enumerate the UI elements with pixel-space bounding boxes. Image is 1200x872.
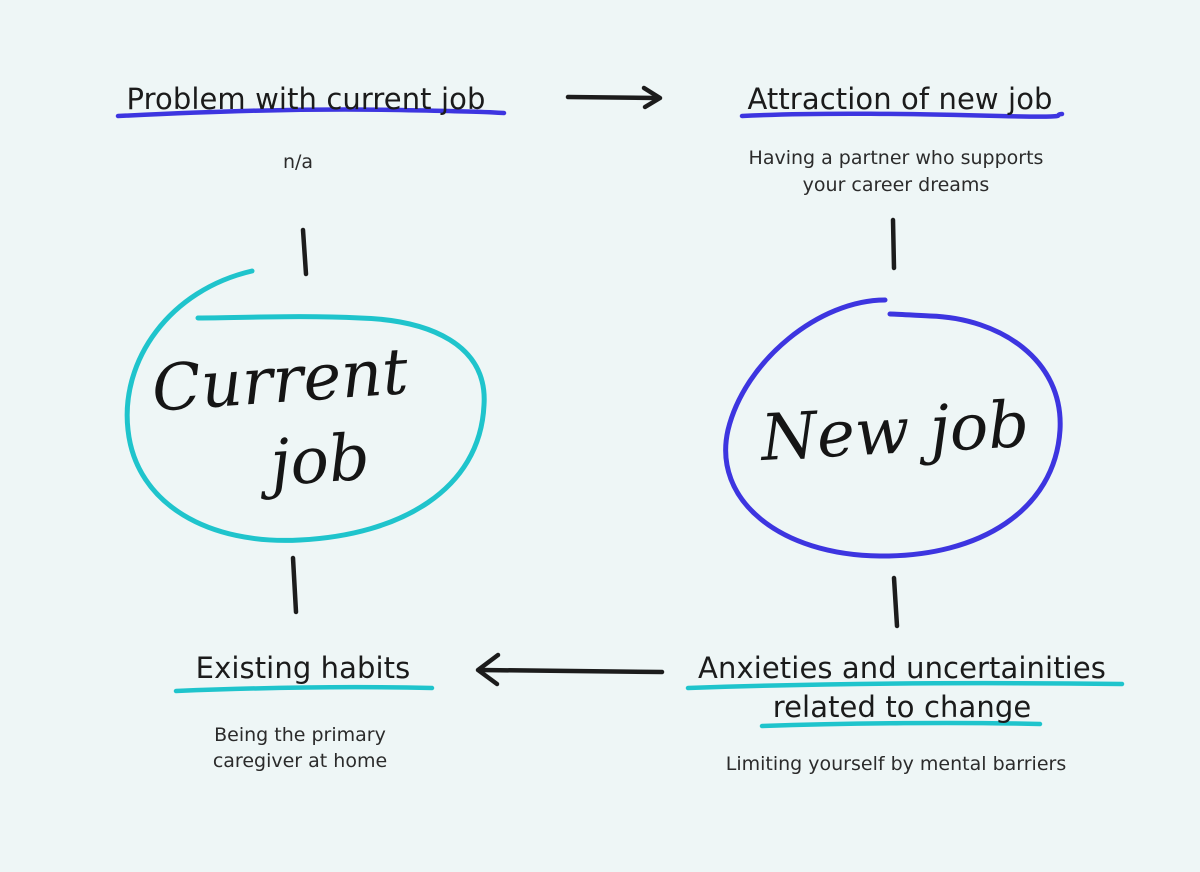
desc-existing-habits-line1: Being the primary <box>214 724 386 746</box>
heading-problem-current-job: Problem with current job <box>126 82 486 116</box>
desc-attraction-line1: Having a partner who supports <box>748 147 1044 169</box>
heading-existing-habits: Existing habits <box>195 651 411 685</box>
new-job-label: New job <box>759 388 1031 476</box>
heading-anxieties-line1: Anxieties and uncertainities <box>698 651 1106 685</box>
connector-bottom-left <box>290 555 299 615</box>
new-job-circle <box>723 297 1063 559</box>
desc-existing-habits-line2: caregiver at home <box>212 750 388 772</box>
desc-problem-current-job: n/a <box>282 151 314 173</box>
connector-bottom-right <box>891 575 900 629</box>
underline-anxieties-line1 <box>685 680 1125 691</box>
arrow-right-icon <box>565 85 663 110</box>
connector-top-left <box>300 227 309 277</box>
underline-problem-current-job <box>115 107 507 119</box>
underline-anxieties-line2 <box>759 720 1043 729</box>
desc-anxieties: Limiting yourself by mental barriers <box>725 753 1067 775</box>
current-job-label-line2: job <box>267 420 373 502</box>
heading-anxieties-line2: related to change <box>772 690 1032 724</box>
current-job-circle <box>124 268 487 543</box>
underline-existing-habits <box>173 684 435 694</box>
desc-attraction-line2: your career dreams <box>802 174 990 196</box>
connector-top-right <box>890 217 897 271</box>
arrow-left-icon <box>475 652 665 687</box>
heading-attraction-new-job: Attraction of new job <box>747 82 1053 116</box>
underline-attraction-new-job <box>739 111 1065 119</box>
